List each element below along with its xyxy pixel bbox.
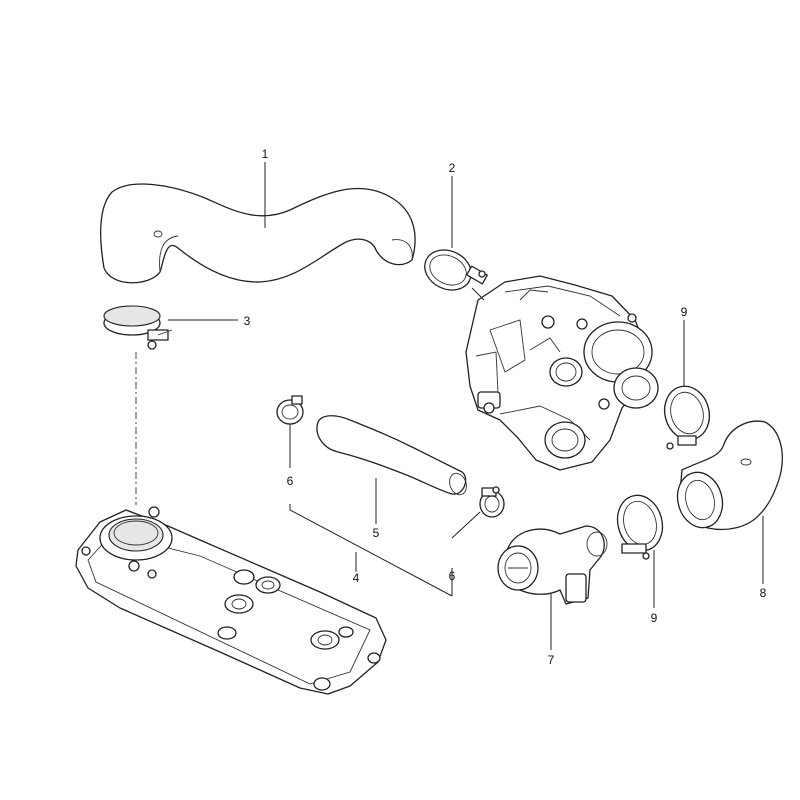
callout-3: 3 <box>244 314 251 328</box>
manifold-cover-plate <box>75 506 387 695</box>
part-5-small-hose <box>316 415 467 496</box>
callout-8: 8 <box>760 586 767 600</box>
part-6-clamp-left <box>276 395 304 425</box>
part-1-intake-hose <box>100 183 416 284</box>
leader-lines <box>168 162 764 650</box>
callout-1: 1 <box>262 147 269 161</box>
part-6-clamp-right <box>479 486 505 518</box>
part-7-outlet-pipe <box>497 525 608 605</box>
callout-4: 4 <box>353 571 360 585</box>
turbocharger-assembly <box>465 275 659 471</box>
callout-5: 5 <box>373 526 380 540</box>
callout-6-left: 6 <box>287 474 294 488</box>
part-8-elbow-hose <box>676 420 783 531</box>
part-2-hose-clamp <box>424 249 488 291</box>
part-9-clamp-upper <box>663 385 711 450</box>
part-3-hose-clamp <box>103 305 173 350</box>
callout-6-right: 6 <box>449 569 456 583</box>
callout-9-lower: 9 <box>651 611 658 625</box>
part-9-clamp-lower <box>616 494 664 560</box>
callout-labels: 1 2 3 9 6 5 4 6 7 9 8 <box>244 147 767 667</box>
callout-2: 2 <box>449 161 456 175</box>
callout-9-upper: 9 <box>681 305 688 319</box>
callout-7: 7 <box>548 653 555 667</box>
